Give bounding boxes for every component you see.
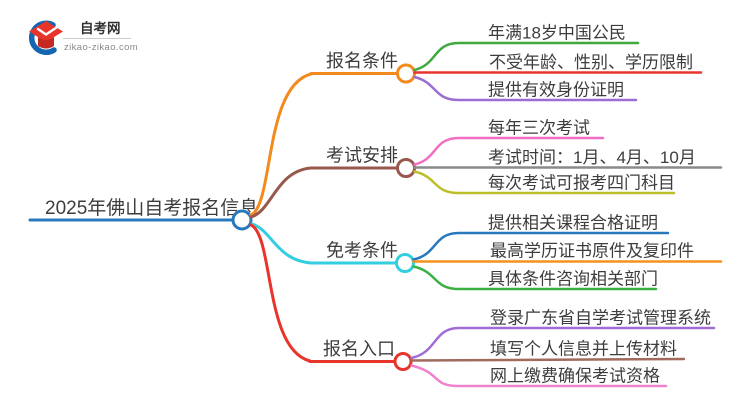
leaf-line: [413, 41, 640, 72]
leaf-line: [410, 364, 668, 388]
leaf-label[interactable]: 不受年龄、性别、学历限制: [489, 53, 693, 72]
root-label[interactable]: 2025年佛山自考报名信息: [45, 197, 258, 219]
leaf-line: [413, 75, 638, 102]
leaf-line: [412, 231, 670, 261]
logo-title[interactable]: 自考网: [80, 20, 121, 36]
branch-label[interactable]: 报名条件: [326, 51, 398, 71]
leaf-label[interactable]: 考试时间：1月、4月、10月: [488, 148, 696, 167]
cap-check-mark: [36, 25, 60, 36]
leaf-line: [413, 136, 605, 166]
leaf-label[interactable]: 提供相关课程合格证明: [488, 214, 658, 233]
branch-registration-conditions: 报名条件 年满18岁中国公民 不受年龄、性别、学历限制 提供有效身份证明: [249, 24, 703, 217]
leaf-label[interactable]: 提供有效身份证明: [488, 81, 624, 100]
branch-toggle-dot[interactable]: [395, 253, 415, 273]
branch-label[interactable]: 考试安排: [326, 146, 398, 166]
branch-curve: [249, 223, 312, 363]
leaf-label[interactable]: 具体条件咨询相关部门: [488, 270, 658, 289]
branch-label[interactable]: 免考条件: [326, 241, 398, 261]
leaf-line: [410, 326, 716, 360]
logo-url[interactable]: zikao-zikao.com: [64, 42, 138, 53]
leaf-label[interactable]: 网上缴费确保考试资格: [490, 367, 660, 386]
leaf-label[interactable]: 最高学历证书原件及复印件: [490, 242, 694, 261]
logo[interactable]: 自考网 zikao-zikao.com: [28, 20, 138, 56]
leaf-line: [412, 265, 658, 291]
leaf-line: [413, 170, 676, 195]
branch-curve: [249, 166, 313, 219]
branch-exam-schedule: 考试安排 每年三次考试 考试时间：1月、4月、10月 每次考试可报考四门科目: [249, 119, 723, 219]
graduation-cap-base: [38, 37, 54, 49]
leaf-label[interactable]: 填写个人信息并上传材料: [490, 340, 677, 359]
branch-curve: [250, 222, 313, 265]
root-toggle-dot[interactable]: [231, 209, 253, 231]
leaf-label[interactable]: 登录广东省自学考试管理系统: [490, 309, 711, 328]
leaf-line: [410, 357, 686, 362]
leaf-label[interactable]: 每年三次考试: [488, 119, 590, 138]
leaf-label[interactable]: 每次考试可报考四门科目: [488, 174, 675, 193]
branch-curve: [249, 72, 313, 217]
branch-label[interactable]: 报名入口: [323, 339, 395, 359]
graduation-cap-icon: [29, 21, 63, 42]
branch-registration-entrance: 报名入口 登录广东省自学考试管理系统 填写个人信息并上传材料 网上缴费确保考试资…: [249, 223, 716, 388]
root-node[interactable]: 2025年佛山自考报名信息: [28, 197, 258, 231]
branch-toggle-dot[interactable]: [396, 63, 416, 84]
branch-toggle-dot[interactable]: [396, 158, 416, 178]
branch-toggle-dot[interactable]: [393, 352, 413, 371]
branch-exemption-conditions: 免考条件 提供相关课程合格证明 最高学历证书原件及复印件 具体条件咨询相关部门: [250, 214, 723, 291]
leaf-label[interactable]: 年满18岁中国公民: [488, 24, 626, 43]
